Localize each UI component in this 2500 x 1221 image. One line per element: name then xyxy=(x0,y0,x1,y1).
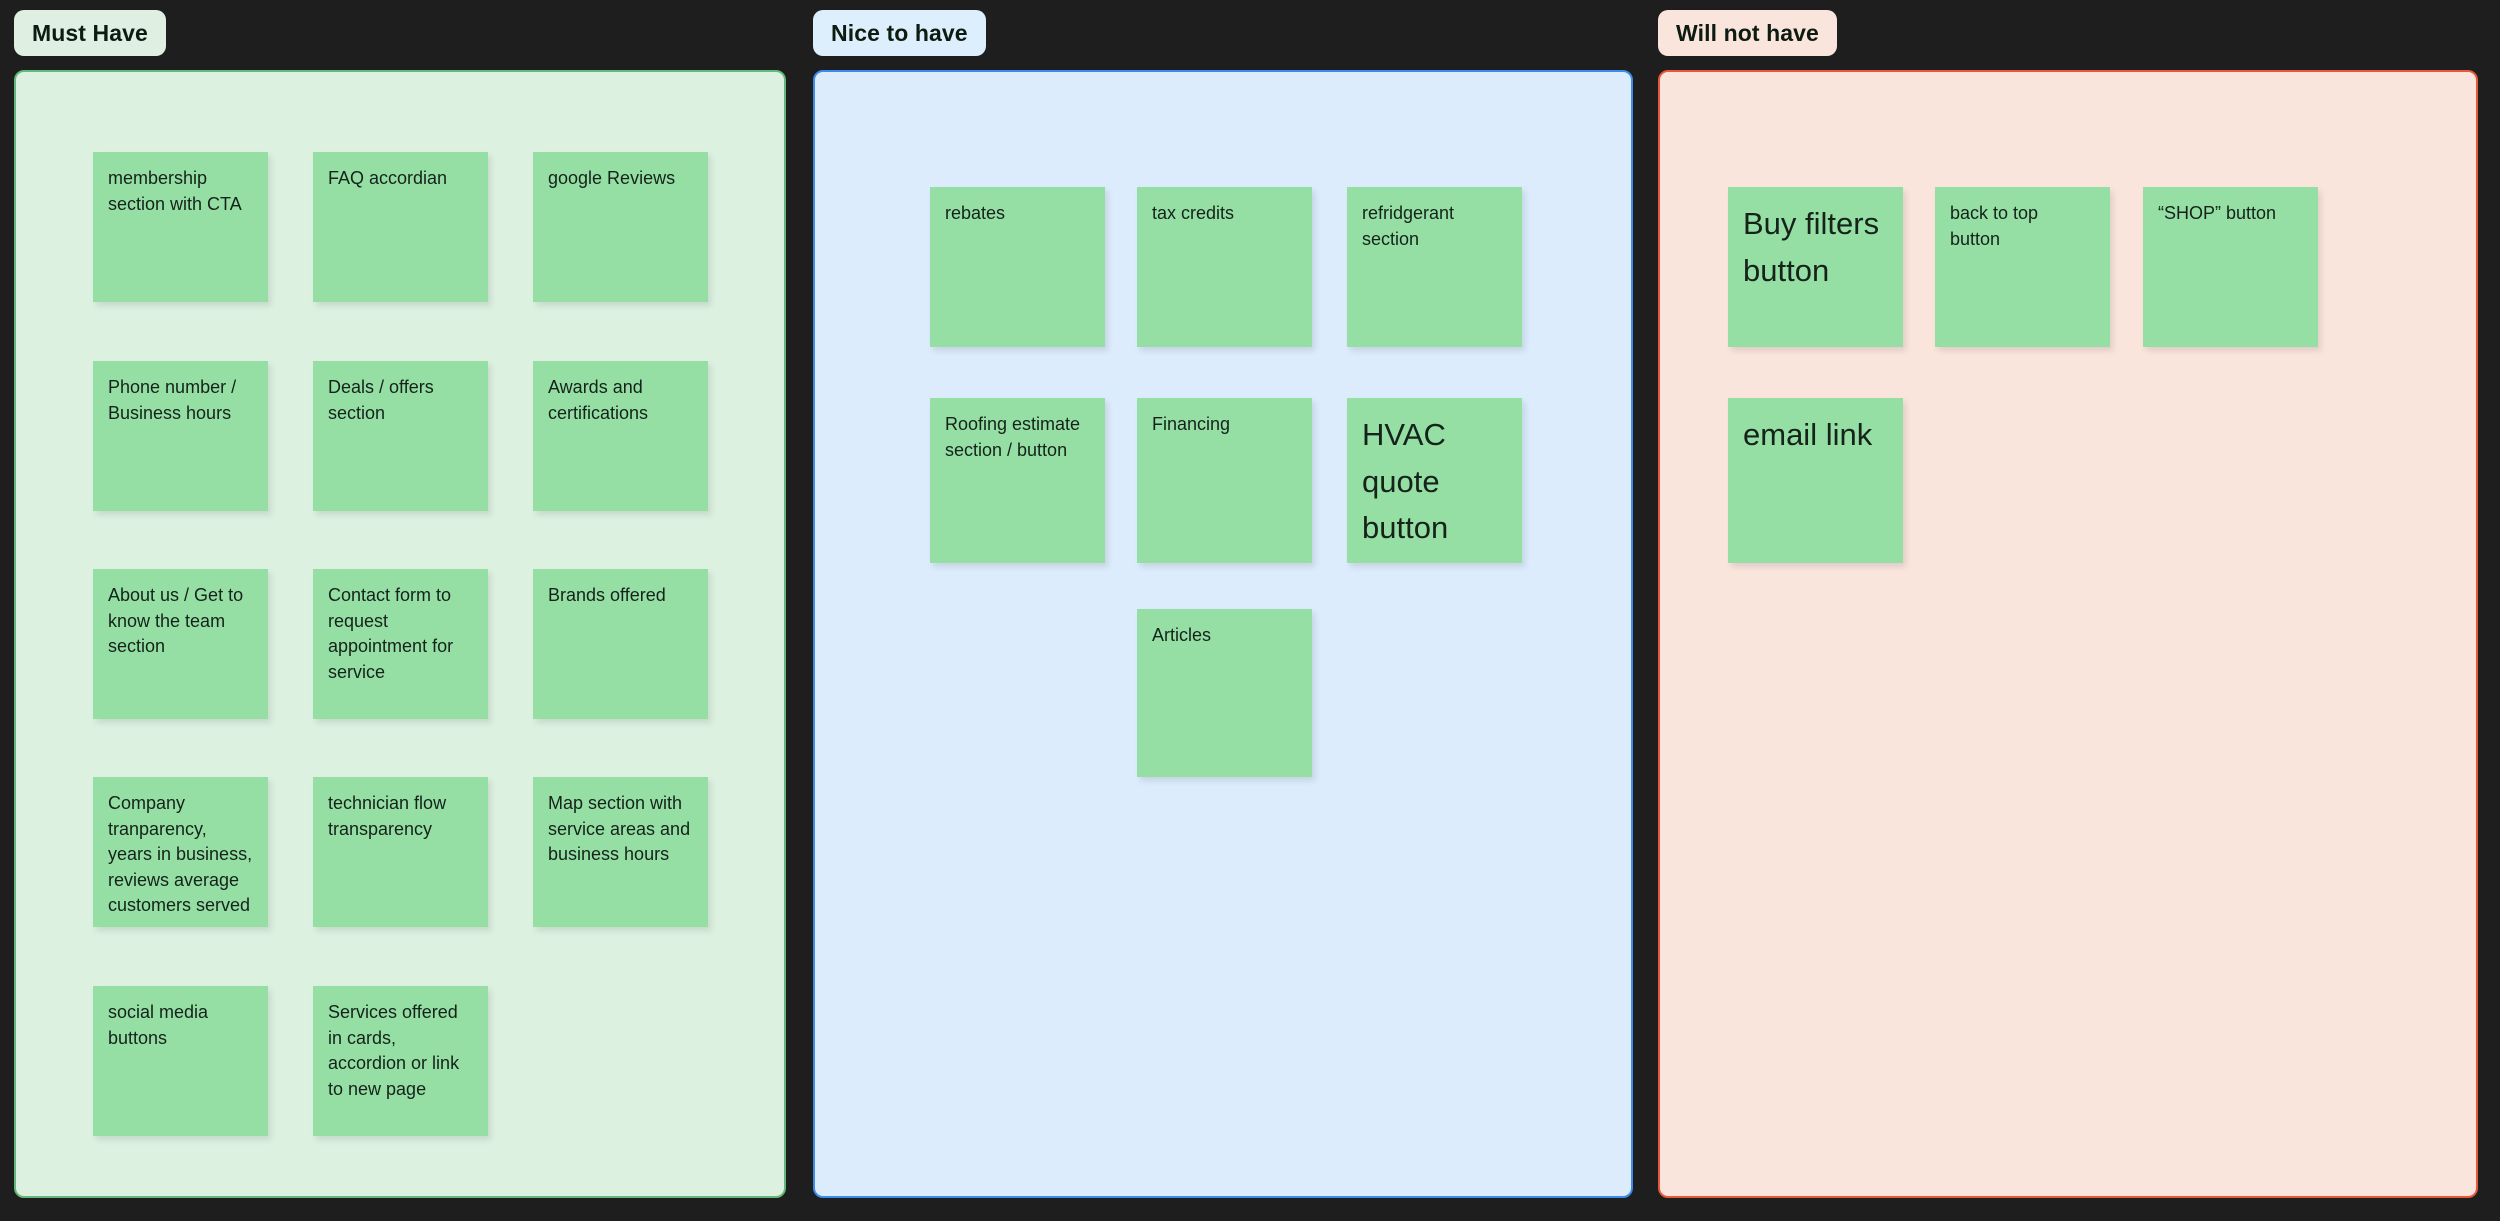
sticky-note-text: Services offered in cards, accordion or … xyxy=(328,1002,460,1099)
sticky-note[interactable]: Contact form to request appointment for … xyxy=(313,569,488,719)
frame-label-must-have[interactable]: Must Have xyxy=(14,10,166,56)
frame-must-have[interactable]: Must Have membership section with CTA FA… xyxy=(14,10,786,1198)
sticky-note-text: FAQ accordian xyxy=(328,168,448,188)
sticky-note-text: Phone number / Business hours xyxy=(108,377,237,423)
sticky-note[interactable]: About us / Get to know the team section xyxy=(93,569,268,719)
sticky-note-text: Awards and certifications xyxy=(548,377,649,423)
sticky-note-text: Contact form to request appointment for … xyxy=(328,585,454,682)
sticky-note-text: Brands offered xyxy=(548,585,666,605)
sticky-note-text: google Reviews xyxy=(548,168,676,188)
sticky-note-text: refridgerant section xyxy=(1362,203,1455,249)
frame-body-must-have: membership section with CTA FAQ accordia… xyxy=(14,70,786,1198)
sticky-note-text: HVAC quote button xyxy=(1362,417,1449,545)
sticky-note-text: Buy filters button xyxy=(1743,206,1880,288)
sticky-note-text: email link xyxy=(1743,417,1873,452)
sticky-note-text: Articles xyxy=(1152,625,1212,645)
sticky-note[interactable]: rebates xyxy=(930,187,1105,347)
sticky-note-text: back to top button xyxy=(1950,203,2039,249)
sticky-note[interactable]: google Reviews xyxy=(533,152,708,302)
sticky-note-text: membership section with CTA xyxy=(108,168,242,214)
sticky-note[interactable]: refridgerant section xyxy=(1347,187,1522,347)
frame-nice-to-have[interactable]: Nice to have rebates tax credits refridg… xyxy=(813,10,1633,1198)
frame-body-will-not-have: Buy filters button back to top button “S… xyxy=(1658,70,2478,1198)
sticky-note[interactable]: Phone number / Business hours xyxy=(93,361,268,511)
sticky-note[interactable]: FAQ accordian xyxy=(313,152,488,302)
sticky-note[interactable]: Awards and certifications xyxy=(533,361,708,511)
sticky-note[interactable]: back to top button xyxy=(1935,187,2110,347)
sticky-note-text: Map section with service areas and busin… xyxy=(548,793,691,865)
sticky-note-text: technician flow transparency xyxy=(328,793,447,839)
sticky-note[interactable]: Deals / offers section xyxy=(313,361,488,511)
sticky-note-text: Company tranparency, years in business, … xyxy=(108,793,253,916)
sticky-note-text: Deals / offers section xyxy=(328,377,434,423)
sticky-note-text: Roofing estimate section / button xyxy=(945,414,1081,460)
sticky-note[interactable]: Roofing estimate section / button xyxy=(930,398,1105,563)
sticky-note[interactable]: Services offered in cards, accordion or … xyxy=(313,986,488,1136)
sticky-note-text: “SHOP” button xyxy=(2158,203,2277,223)
sticky-note[interactable]: Buy filters button xyxy=(1728,187,1903,347)
frame-label-nice-to-have[interactable]: Nice to have xyxy=(813,10,986,56)
sticky-note[interactable]: social media buttons xyxy=(93,986,268,1136)
sticky-note[interactable]: Map section with service areas and busin… xyxy=(533,777,708,927)
sticky-note-text: rebates xyxy=(945,203,1006,223)
sticky-note-text: About us / Get to know the team section xyxy=(108,585,244,657)
sticky-note-text: social media buttons xyxy=(108,1002,209,1048)
frame-label-will-not-have[interactable]: Will not have xyxy=(1658,10,1837,56)
frame-will-not-have[interactable]: Will not have Buy filters button back to… xyxy=(1658,10,2478,1198)
sticky-note[interactable]: technician flow transparency xyxy=(313,777,488,927)
sticky-note[interactable]: Articles xyxy=(1137,609,1312,777)
sticky-note[interactable]: email link xyxy=(1728,398,1903,563)
sticky-note[interactable]: Financing xyxy=(1137,398,1312,563)
sticky-note[interactable]: membership section with CTA xyxy=(93,152,268,302)
sticky-note[interactable]: “SHOP” button xyxy=(2143,187,2318,347)
sticky-note[interactable]: Brands offered xyxy=(533,569,708,719)
sticky-note[interactable]: HVAC quote button xyxy=(1347,398,1522,563)
sticky-note-text: tax credits xyxy=(1152,203,1235,223)
sticky-note-text: Financing xyxy=(1152,414,1231,434)
frame-body-nice-to-have: rebates tax credits refridgerant section… xyxy=(813,70,1633,1198)
sticky-note[interactable]: Company tranparency, years in business, … xyxy=(93,777,268,927)
sticky-note[interactable]: tax credits xyxy=(1137,187,1312,347)
